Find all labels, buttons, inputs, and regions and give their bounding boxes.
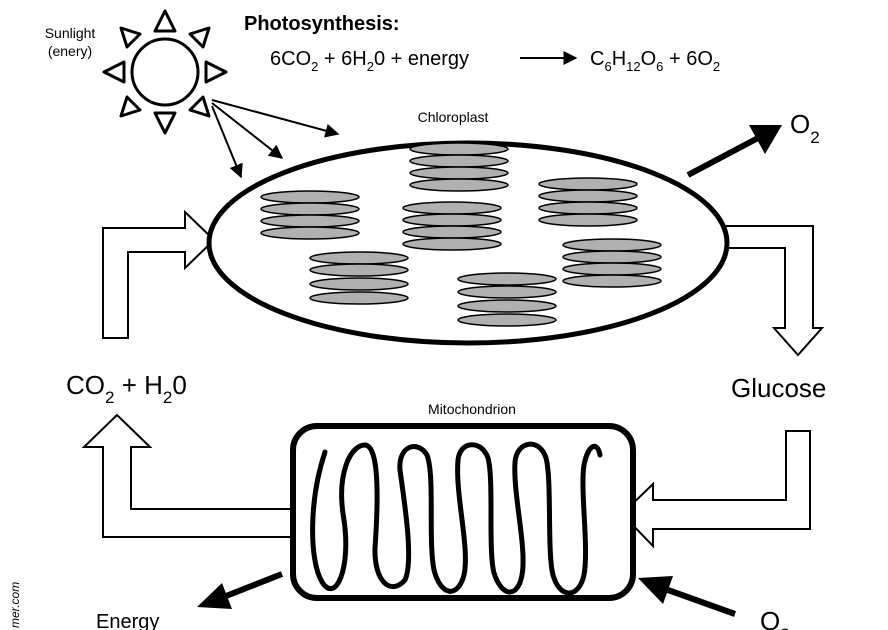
energy-label: Energy: [96, 611, 159, 630]
glucose-to-mitochondrion-arrow: [620, 430, 811, 549]
equation-products: C6H12O6 + 6O2: [590, 48, 720, 74]
light-ray-arrows: [211, 99, 340, 179]
watermark: mer.com: [8, 582, 22, 628]
mitochondrion-to-co2-arrow: [81, 413, 294, 538]
glucose-label: Glucose: [731, 373, 826, 403]
co2-h2o-label: CO2 + H20: [66, 370, 187, 407]
sunlight-sublabel: (enery): [48, 43, 92, 59]
chloroplast-to-glucose-arrow: [723, 225, 825, 357]
photosynthesis-title: Photosynthesis:: [244, 13, 400, 35]
granum: [409, 142, 509, 192]
o2-in-label: O2: [760, 606, 790, 630]
granum: [562, 238, 662, 288]
equation-reactants: 6CO2 + 6H20 + energy: [270, 48, 469, 74]
granum: [402, 201, 502, 251]
granum: [538, 177, 638, 227]
granum: [260, 190, 360, 240]
mitochondrion-label: Mitochondrion: [428, 401, 516, 417]
granum: [457, 272, 557, 327]
mitochondrion-cristae: [310, 441, 603, 596]
o2-out-arrow: [686, 125, 782, 178]
o2-in-arrow: [638, 576, 737, 617]
o2-out-label: O2: [790, 109, 820, 147]
thylakoid-stacks: [260, 142, 662, 327]
chloroplast-label: Chloroplast: [418, 109, 489, 125]
sun-icon: [102, 9, 228, 135]
co2-to-chloroplast-arrow: [102, 209, 216, 339]
energy-out-arrow: [197, 571, 284, 609]
granum: [309, 251, 409, 305]
sunlight-label: Sunlight: [45, 25, 96, 41]
